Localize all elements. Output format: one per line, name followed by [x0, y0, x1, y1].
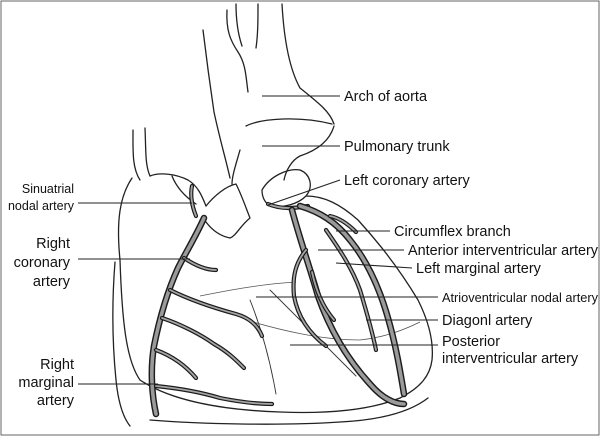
groove-line-4 [200, 282, 296, 296]
right-atrium-outline [150, 174, 206, 206]
label-right-coronary-line1: Right [36, 236, 70, 252]
label-right-coronary-line2: coronary [14, 255, 71, 271]
groove-line-2 [250, 300, 276, 394]
label-posterior-line2: interventricular artery [442, 351, 579, 367]
label-right-marginal-line2: marginal [18, 375, 74, 391]
label-sinuatrial-line1: Sinuatrial [22, 182, 74, 196]
label-pulmonary-trunk: Pulmonary trunk [344, 139, 450, 155]
label-atrioventricular-nodal-artery: Atrioventricular nodal artery [442, 291, 599, 305]
label-anterior-interventricular-artery: Anterior interventricular artery [408, 243, 599, 259]
pulmonary-trunk-outline [232, 119, 334, 184]
label-right-marginal-line1: Right [40, 357, 74, 373]
label-left-marginal-artery: Left marginal artery [416, 261, 542, 277]
label-diagonl-artery: Diagonl artery [442, 313, 533, 329]
right-auricle-outline [206, 184, 250, 238]
label-arch-of-aorta: Arch of aorta [344, 89, 428, 105]
label-right-coronary-line3: artery [33, 274, 71, 290]
label-sinuatrial-line2: nodal artery [8, 199, 75, 213]
sa-nodal-vessel [191, 186, 196, 216]
label-circumflex-branch: Circumflex branch [394, 224, 511, 240]
vena-cava-outline [133, 128, 150, 180]
brachiocephalic-vessel [236, 4, 258, 48]
heart-illustration [113, 4, 433, 426]
left-auricle-outline [262, 170, 310, 207]
label-left-coronary-artery: Left coronary artery [344, 173, 470, 189]
aorta-outline [203, 4, 334, 178]
label-right-marginal-line3: artery [37, 393, 75, 409]
label-posterior-line1: Posterior [442, 334, 500, 350]
diagonal-vessel [294, 250, 335, 346]
